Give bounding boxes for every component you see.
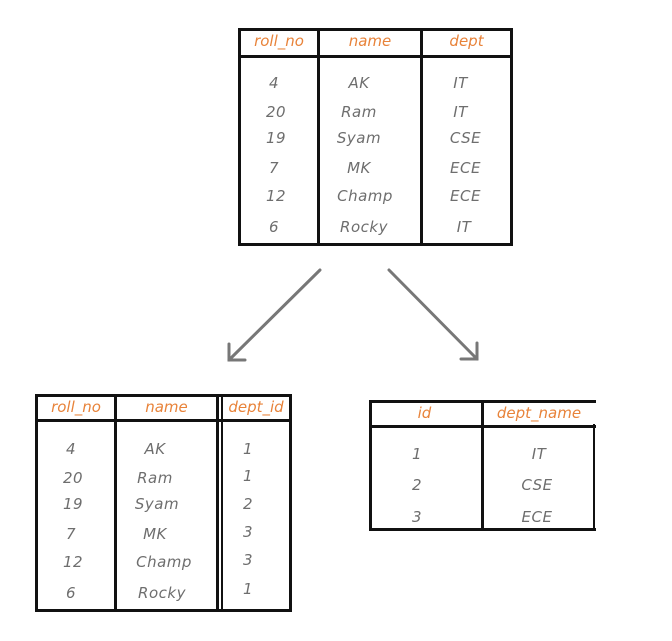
table-cell: 19 <box>62 495 84 513</box>
table-cell: Syam <box>336 129 382 147</box>
table-cell: Ram <box>341 103 377 121</box>
header-id: id <box>417 404 432 422</box>
table-border-left <box>238 28 241 246</box>
table-cell: 4 <box>268 74 280 92</box>
header-dept-name: dept_name <box>496 404 582 422</box>
table-cell: 3 <box>242 523 254 541</box>
table-cell: 6 <box>65 584 77 602</box>
table-cell: Ram <box>137 469 173 487</box>
table-border-right <box>593 424 595 531</box>
table-cell: MK <box>143 525 167 543</box>
table-cell: IT <box>531 445 547 463</box>
header-roll-no: roll_no <box>51 398 101 416</box>
table-cell: Syam <box>134 495 180 513</box>
column-divider <box>114 394 117 612</box>
table-cell: 3 <box>411 508 423 526</box>
table-cell: 4 <box>65 440 77 458</box>
arrow-right <box>387 268 479 361</box>
table-cell: CSE <box>521 476 553 494</box>
table-cell: ECE <box>450 187 481 205</box>
table-cell: 20 <box>62 469 84 487</box>
header-divider <box>238 55 513 58</box>
table-cell: 19 <box>265 129 287 147</box>
column-divider <box>481 400 484 531</box>
table-cell: 3 <box>242 551 254 569</box>
table-cell: MK <box>347 159 371 177</box>
arrow-right-head <box>459 341 479 361</box>
table-cell: 2 <box>242 495 254 513</box>
table-cell: Champ <box>337 187 393 205</box>
table-border-left <box>369 400 372 531</box>
arrow-left-head <box>227 342 247 362</box>
departments-table: id dept_name 1 IT 2 CSE 3 ECE <box>369 400 596 531</box>
table-cell: 20 <box>265 103 287 121</box>
table-cell: 1 <box>242 580 254 598</box>
table-cell: 12 <box>265 187 287 205</box>
table-cell: 6 <box>268 218 280 236</box>
students-split-table: roll_no name dept_id 4 AK 1 20 Ram 1 19 … <box>35 394 292 612</box>
table-cell: 12 <box>62 553 84 571</box>
table-cell: 1 <box>242 440 254 458</box>
table-cell: CSE <box>449 129 482 147</box>
table-cell: ECE <box>450 159 481 177</box>
table-cell: 7 <box>65 525 77 543</box>
table-border-top <box>238 28 513 31</box>
table-border-right <box>289 394 292 612</box>
table-cell: ECE <box>521 508 553 526</box>
table-border-bottom <box>238 243 513 246</box>
table-border-left <box>35 394 38 612</box>
table-border-bottom <box>35 609 292 612</box>
column-divider <box>420 28 423 246</box>
header-roll-no: roll_no <box>254 32 304 50</box>
table-cell: AK <box>348 74 370 92</box>
table-cell: 2 <box>411 476 423 494</box>
column-divider <box>221 394 223 612</box>
header-name: name <box>348 32 392 50</box>
table-cell: 7 <box>268 159 280 177</box>
table-cell: IT <box>453 74 468 92</box>
table-cell: Champ <box>136 553 192 571</box>
table-cell: Rocky <box>138 584 186 602</box>
arrow-left <box>227 268 322 362</box>
table-cell: IT <box>453 103 468 121</box>
header-divider <box>35 419 292 422</box>
table-border-top <box>35 394 292 397</box>
header-dept: dept <box>449 32 484 50</box>
header-name: name <box>145 398 188 416</box>
table-border-right <box>510 28 513 246</box>
header-dept-id: dept_id <box>228 398 284 416</box>
column-divider <box>216 394 219 612</box>
table-cell: Rocky <box>340 218 388 236</box>
column-divider <box>317 28 320 246</box>
students-table: roll_no name dept 4 AK IT 20 Ram IT 19 S… <box>238 28 513 246</box>
table-cell: 1 <box>242 467 254 485</box>
table-cell: IT <box>456 218 472 236</box>
table-cell: 1 <box>411 445 423 463</box>
table-cell: AK <box>144 440 166 458</box>
